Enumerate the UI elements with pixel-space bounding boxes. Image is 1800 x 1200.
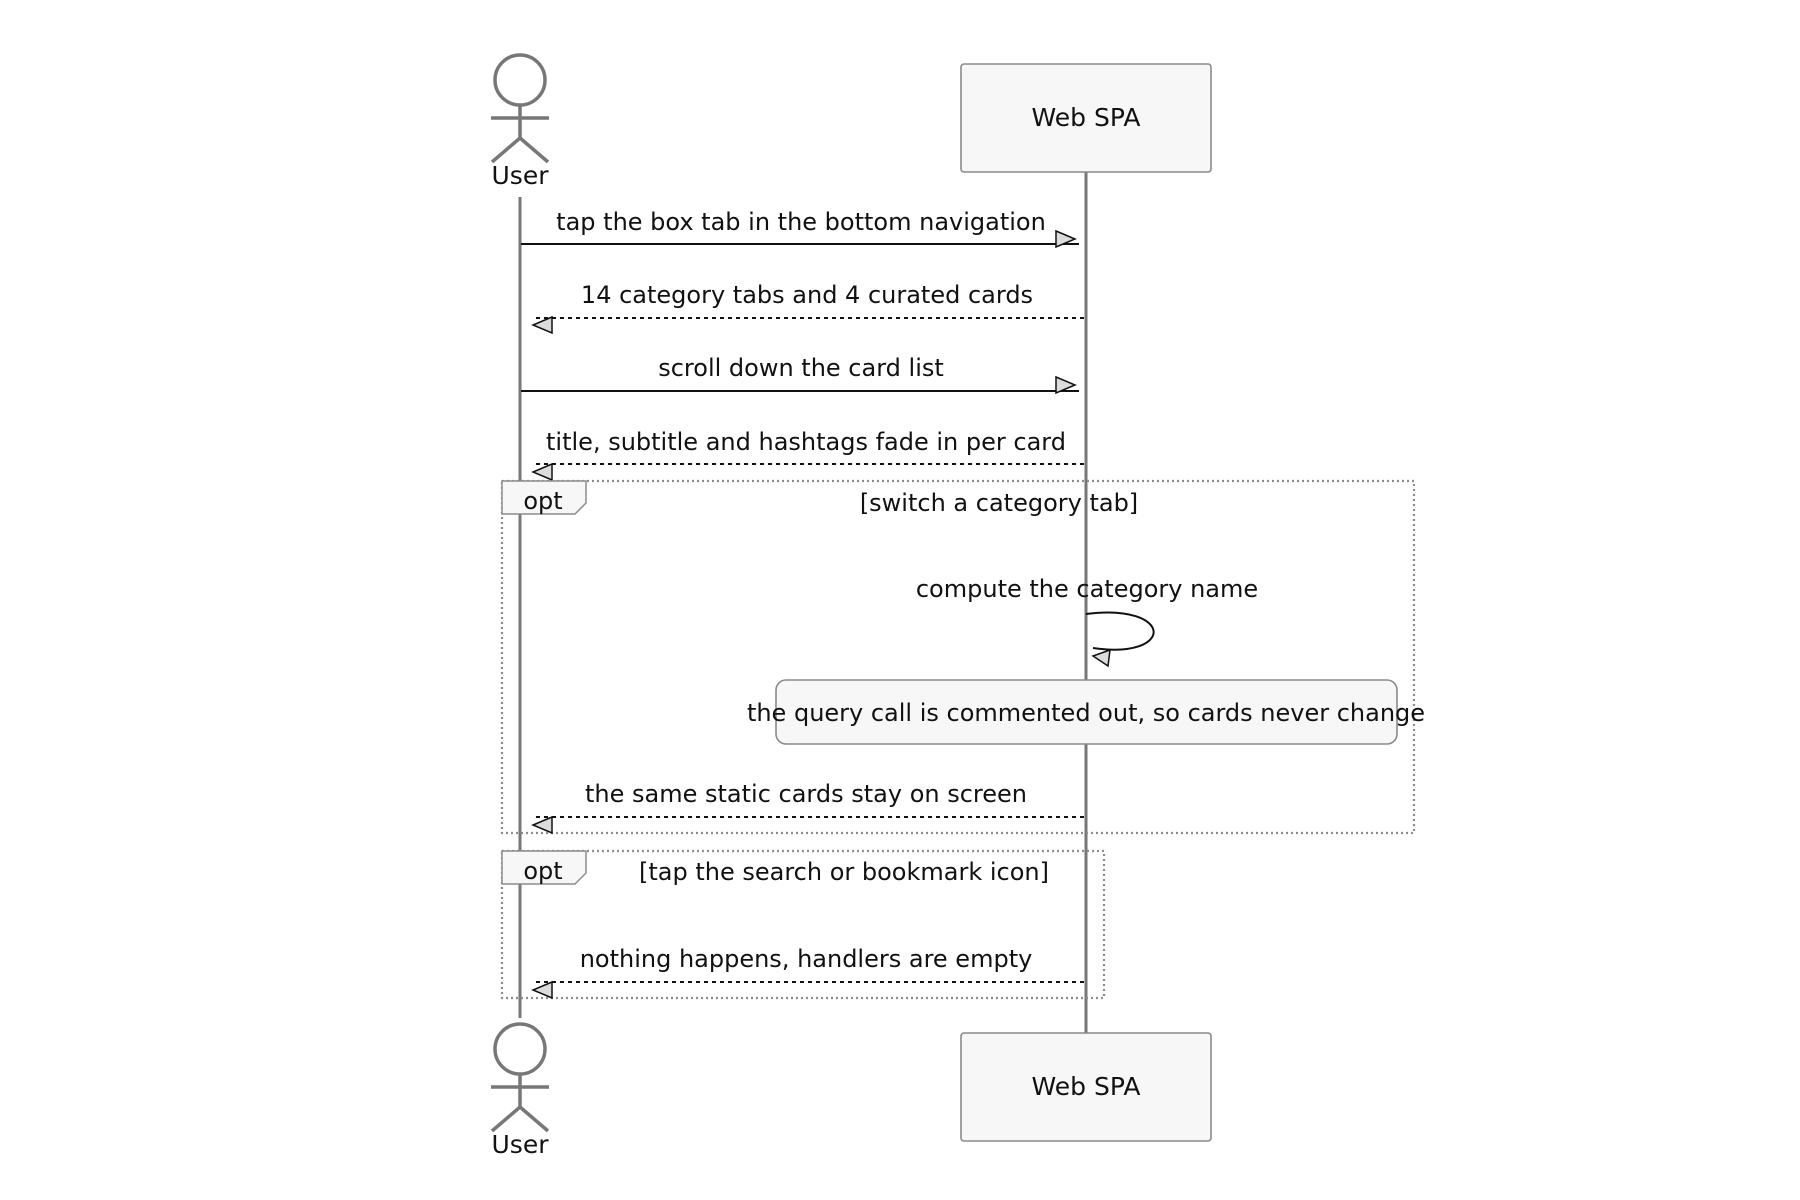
message-label: 14 category tabs and 4 curated cards: [581, 281, 1033, 309]
web-spa-box-bottom: [960, 1032, 1212, 1142]
web-spa-participant-top: Web SPA: [960, 63, 1212, 173]
arrowhead: [531, 315, 553, 335]
user-actor-bottom: User: [490, 1022, 550, 1159]
web-spa-label-bottom: Web SPA: [1032, 1072, 1141, 1101]
arrowhead: [531, 980, 553, 1000]
message-label: title, subtitle and hashtags fade in per…: [546, 428, 1066, 456]
message-category-tabs-reply: 14 category tabs and 4 curated cards: [531, 281, 1084, 335]
opt-frame: [500, 479, 1416, 835]
arrowhead: [531, 462, 553, 482]
opt-condition: [switch a category tab]: [860, 489, 1138, 517]
message-fade-in-reply: title, subtitle and hashtags fade in per…: [531, 428, 1084, 482]
user-actor-label-bottom: User: [492, 1130, 550, 1159]
opt-frame: [500, 849, 1106, 1000]
opt-tab: [501, 480, 587, 515]
arrowhead: [531, 815, 553, 835]
note-text: the query call is commented out, so card…: [747, 699, 1425, 727]
user-actor-head: [493, 53, 547, 107]
self-message-label: compute the category name: [916, 575, 1258, 603]
opt-tab: [501, 850, 587, 885]
user-actor-head: [493, 1022, 547, 1076]
message-tap-box-tab: tap the box tab in the bottom navigation: [521, 208, 1079, 249]
arrowhead: [1055, 229, 1077, 249]
arrowhead: [1055, 375, 1077, 395]
arrowhead: [1091, 648, 1111, 668]
message-label: the same static cards stay on screen: [585, 780, 1027, 808]
opt-fragment-switch-category: opt [switch a category tab] compute the …: [500, 479, 1425, 835]
message-label: scroll down the card list: [658, 354, 944, 382]
message-label: nothing happens, handlers are empty: [580, 945, 1033, 973]
opt-fragment-search-bookmark: opt [tap the search or bookmark icon] no…: [500, 849, 1106, 1000]
opt-keyword: opt: [523, 487, 562, 515]
note-box: [775, 679, 1398, 745]
web-spa-participant-bottom: Web SPA: [960, 1032, 1212, 1142]
opt-condition: [tap the search or bookmark icon]: [639, 858, 1049, 886]
user-actor-top: User: [490, 53, 550, 190]
message-label: tap the box tab in the bottom navigation: [556, 208, 1046, 236]
opt-keyword: opt: [523, 857, 562, 885]
web-spa-label-top: Web SPA: [1032, 103, 1141, 132]
user-actor-label-top: User: [492, 161, 550, 190]
web-spa-box-top: [960, 63, 1212, 173]
message-scroll-card-list: scroll down the card list: [521, 354, 1079, 395]
self-message-loop: [1085, 611, 1155, 651]
